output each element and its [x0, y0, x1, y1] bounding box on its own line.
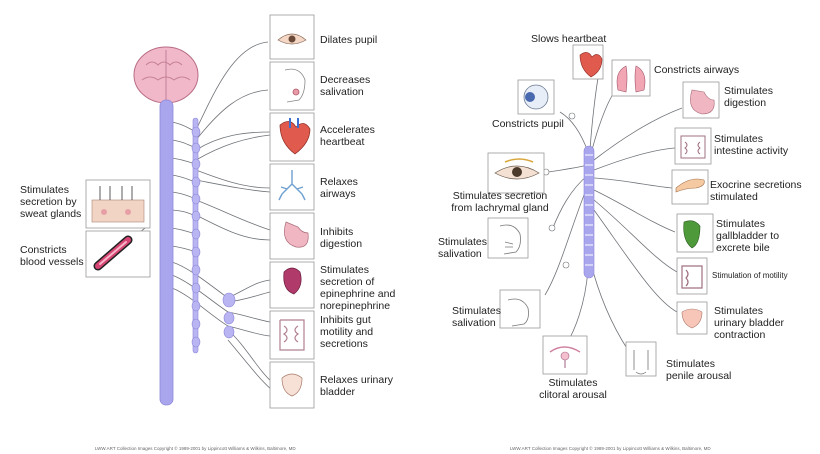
right-heart-icon — [579, 52, 603, 78]
right-stomach-icon — [690, 89, 715, 115]
label-sweat-glands: Stimulates secretion by sweat glands — [20, 184, 82, 220]
label-decreases-salivation: Decreases salivation — [320, 74, 371, 98]
sweat-gland-icon — [91, 186, 145, 223]
colon-icon — [681, 265, 703, 289]
airways-icon — [278, 170, 306, 201]
label-exocrine: Exocrine secretions stimulated — [710, 179, 802, 203]
label-constricts-airways: Constricts airways — [654, 64, 740, 76]
label-slows-heartbeat: Slows heartbeat — [531, 33, 607, 45]
face-salivary-icon-2 — [507, 298, 529, 327]
right-spinal-cord — [583, 145, 595, 279]
label-constricts-vessels: Constricts blood vessels — [20, 244, 84, 268]
stomach-icon — [284, 221, 309, 248]
label-urinary: Stimulates urinary bladder contraction — [714, 305, 785, 341]
label-salivation-2: Stimulates salivation — [452, 305, 502, 329]
collateral-ganglia — [222, 292, 236, 339]
clitoral-icon — [549, 346, 581, 368]
label-salivation-1: Stimulates salivation — [438, 236, 488, 260]
gallbladder-icon — [683, 220, 701, 249]
lungs-icon — [616, 65, 646, 93]
label-inhibits-digestion: Inhibits digestion — [320, 226, 363, 250]
blood-vessel-icon — [93, 235, 133, 271]
label-relaxes-airways: Relaxes airways — [320, 176, 358, 200]
label-inhibits-gut: Inhibits gut motility and secretions — [320, 314, 374, 350]
left-connections — [127, 41, 273, 391]
head-salivary-icon — [284, 68, 306, 103]
label-relaxes-bladder: Relaxes urinary bladder — [320, 374, 393, 398]
label-intestine-activity: Stimulates intestine activity — [714, 133, 789, 157]
label-motility: Stimulation of motility — [712, 271, 788, 280]
eye-icon — [277, 33, 307, 45]
right-spine-stripes — [585, 154, 593, 266]
right-connections — [544, 77, 683, 351]
right-bladder-icon — [681, 308, 703, 329]
face-salivary-icon-1 — [499, 224, 521, 255]
label-lacrimal: Stimulates secretion from lachrymal glan… — [451, 190, 549, 214]
right-ganglia — [542, 112, 576, 269]
pancreas-icon — [675, 178, 705, 193]
label-stimulates-epinephrine: Stimulates secretion of epinephrine and … — [320, 264, 396, 312]
brain-icon — [133, 46, 199, 104]
left-copyright: LWW.ART Collection Images Copyright © 19… — [95, 446, 296, 451]
right-copyright: LWW.ART Collection Images Copyright © 19… — [510, 446, 711, 451]
label-penile: Stimulates penile arousal — [666, 358, 732, 382]
label-clitoral: Stimulates clitoral arousal — [539, 377, 607, 401]
lacrimal-eye-icon — [494, 158, 540, 180]
right-intestine-icon — [680, 135, 706, 159]
bladder-icon — [281, 373, 303, 397]
label-dilates-pupil: Dilates pupil — [320, 34, 378, 46]
adrenal-icon — [283, 267, 302, 295]
intestine-icon — [279, 319, 305, 351]
eyeball-icon — [523, 84, 549, 110]
spinal-cord — [159, 99, 174, 406]
label-accelerates-heartbeat: Accelerates heartbeat — [320, 124, 375, 148]
heart-icon — [279, 118, 311, 155]
label-constricts-pupil: Constricts pupil — [492, 118, 564, 130]
penile-icon — [633, 350, 649, 375]
label-stimulates-digestion: Stimulates digestion — [724, 85, 774, 109]
sympathetic-chain — [191, 117, 201, 354]
label-gallbladder: Stimulates gallbladder to excrete bile — [716, 218, 780, 254]
